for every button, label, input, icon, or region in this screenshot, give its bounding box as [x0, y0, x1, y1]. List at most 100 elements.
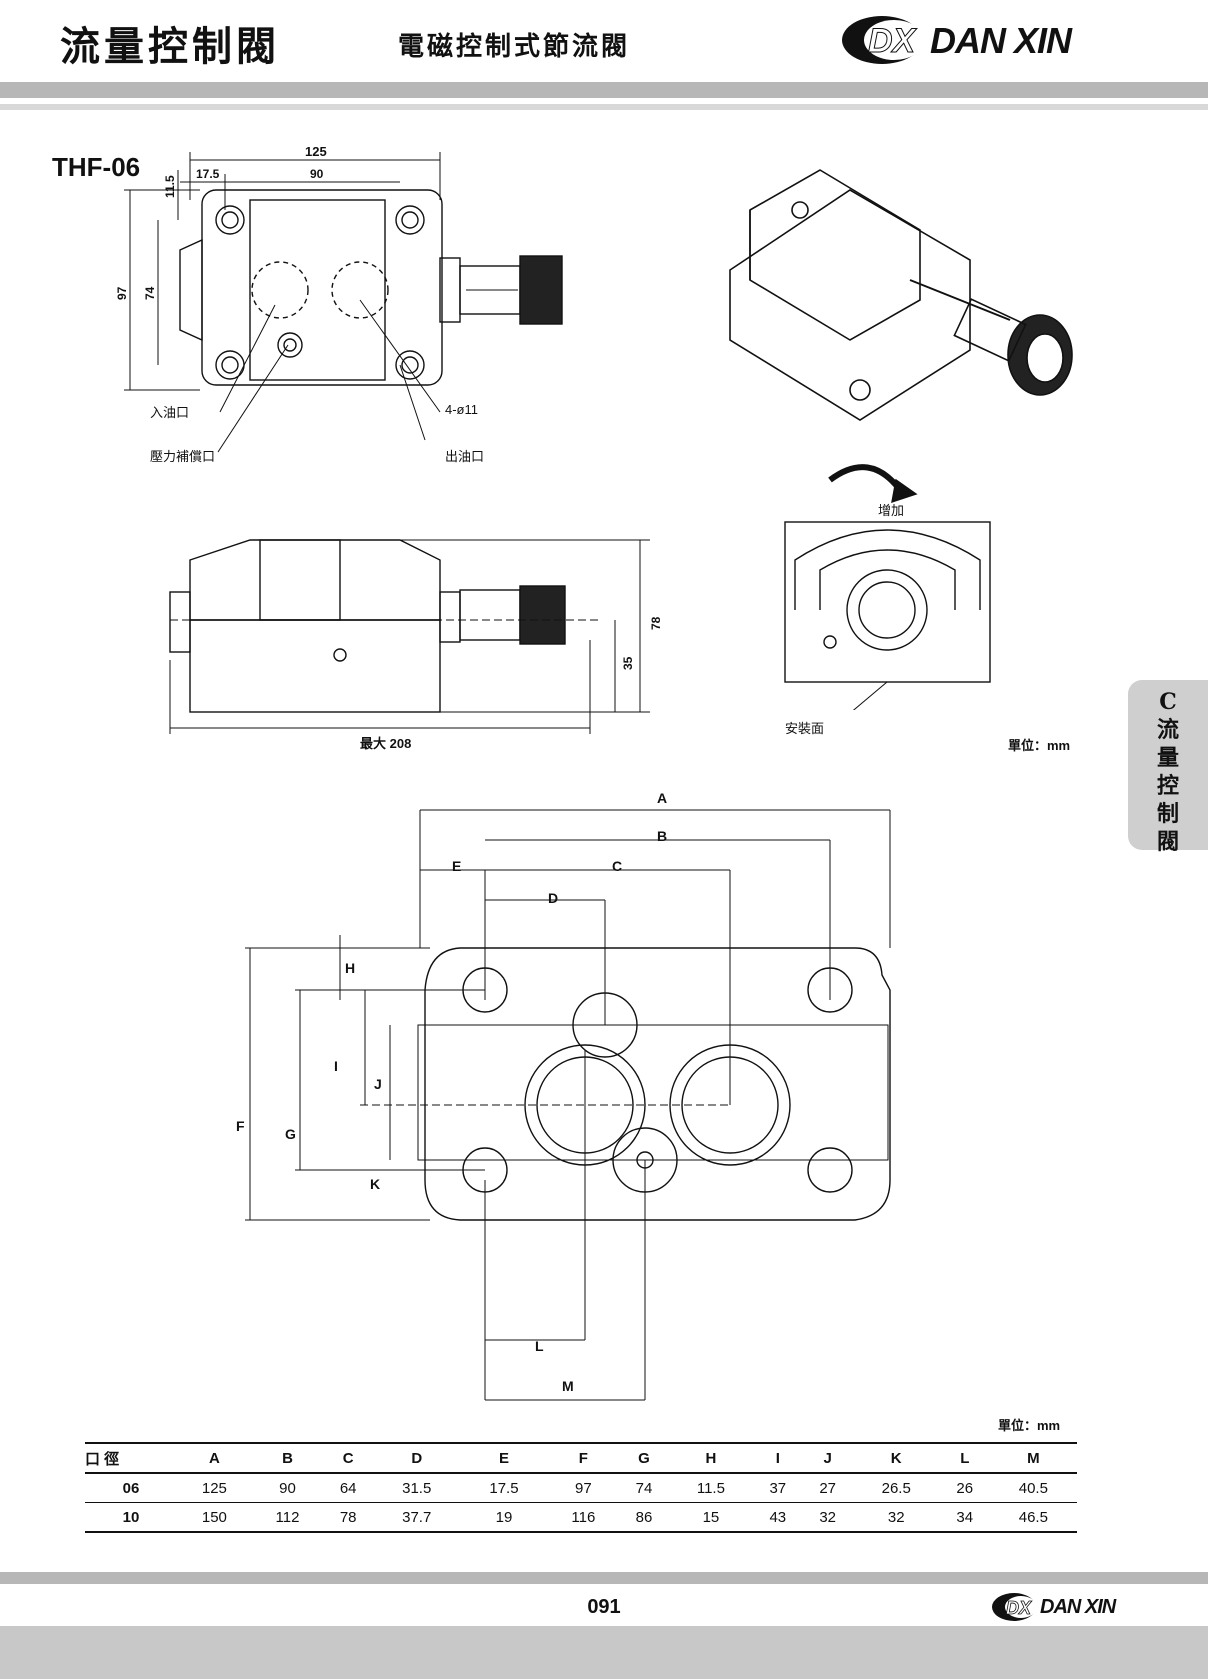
table-row: 10 150 112 78 37.7 19 116 86 15 43 32 32… — [85, 1503, 1077, 1532]
col-header: J — [823, 1449, 832, 1467]
page-subtitle: 電磁控制式節流閥 — [398, 32, 631, 62]
table-cell: 37 — [769, 1479, 787, 1497]
dim-bolt-height: 74 — [143, 286, 157, 300]
table-unit-label: 單位：mm — [998, 1418, 1061, 1433]
page-number: 091 — [587, 1596, 621, 1618]
dim-letter-k: K — [370, 1176, 381, 1192]
isometric-view-drawing — [729, 169, 1073, 421]
section-tab: C 流 量 控 制 閥 — [1128, 680, 1208, 855]
dim-letter-d: D — [548, 890, 559, 906]
col-header: L — [960, 1449, 970, 1467]
dx-logo-icon: DX — [992, 1593, 1037, 1621]
section-char: 制 — [1156, 801, 1179, 827]
table-cell: 90 — [279, 1479, 296, 1497]
table-cell: 26.5 — [881, 1479, 911, 1497]
dim-height: 97 — [115, 286, 129, 300]
table-cell: 37.7 — [402, 1508, 432, 1526]
top-view-drawing: 125 17.5 90 11.5 97 74 — [115, 144, 563, 453]
table-header-row: 口 徑 A B C D E F G H I J K L M — [85, 1443, 1077, 1473]
model-label: THF-06 — [52, 152, 141, 182]
footer-brand-logo: DX DAN XIN — [990, 1590, 1160, 1626]
col-header: G — [638, 1449, 650, 1467]
brand-name: DAN XIN — [930, 20, 1072, 61]
spec-table: 口 徑 A B C D E F G H I J K L M 06 125 90 … — [85, 1442, 1077, 1533]
col-header: F — [578, 1449, 588, 1467]
footer-brand-name: DAN XIN — [1040, 1596, 1116, 1618]
callout-holes: 4-ø11 — [445, 402, 478, 417]
table-cell: 06 — [122, 1479, 140, 1497]
col-header: A — [208, 1449, 220, 1467]
dim-letter-e: E — [452, 858, 462, 874]
footer-band — [0, 1626, 1208, 1679]
dim-letter-g: G — [285, 1126, 296, 1142]
callout-pressure-comp: 壓力補償口 — [150, 449, 216, 464]
brand-logo: DX DAN XIN — [838, 10, 1138, 70]
dim-overall-width: 125 — [305, 144, 327, 159]
dim-base-height: 35 — [621, 656, 635, 670]
table-cell: 46.5 — [1018, 1508, 1048, 1526]
mount-face-label: 安裝面 — [785, 721, 825, 736]
section-char: 閥 — [1156, 829, 1179, 855]
col-header: K — [890, 1449, 902, 1467]
side-view-drawing: 78 35 — [169, 539, 663, 734]
header-rule-light — [0, 104, 1208, 110]
col-header: M — [1027, 1449, 1040, 1467]
table-cell: 43 — [769, 1508, 787, 1526]
col-header: 口 徑 — [85, 1450, 120, 1468]
table-cell: 32 — [887, 1508, 905, 1526]
table-cell: 86 — [635, 1508, 653, 1526]
dim-letter-m: M — [562, 1378, 574, 1394]
dim-letter-b: B — [657, 828, 668, 844]
dim-letter-l: L — [535, 1338, 544, 1354]
unit-label: 單位：mm — [1008, 738, 1071, 753]
dim-side-height: 78 — [649, 616, 663, 630]
table-cell: 125 — [201, 1479, 227, 1497]
table-cell: 78 — [339, 1508, 357, 1526]
col-header: E — [498, 1449, 509, 1467]
table-row: 06 125 90 64 31.5 17.5 97 74 11.5 37 27 … — [85, 1473, 1077, 1503]
table-cell: 40.5 — [1018, 1479, 1048, 1497]
end-view-drawing — [784, 464, 991, 710]
table-cell: 17.5 — [489, 1479, 519, 1497]
logo-letters: DX — [1006, 1598, 1032, 1618]
col-header: I — [775, 1449, 780, 1467]
dim-letter-f: F — [236, 1118, 245, 1134]
mounting-pattern-drawing — [245, 809, 891, 1401]
dim-letter-a: A — [657, 790, 668, 806]
col-header: C — [342, 1449, 354, 1467]
page-title: 流量控制閥 — [60, 23, 280, 70]
header-rule — [0, 82, 1208, 98]
table-cell: 31.5 — [402, 1479, 432, 1497]
dim-offset: 17.5 — [196, 167, 220, 181]
table-cell: 112 — [275, 1508, 300, 1526]
section-char: 控 — [1156, 773, 1179, 799]
dim-edge: 11.5 — [163, 175, 177, 198]
dim-letter-j: J — [374, 1076, 382, 1092]
table-cell: 10 — [122, 1508, 140, 1526]
increase-label: 增加 — [878, 503, 905, 518]
table-cell: 97 — [575, 1479, 592, 1497]
table-cell: 26 — [956, 1479, 974, 1497]
col-header: B — [282, 1449, 293, 1467]
dx-logo-icon: DX — [842, 16, 924, 64]
table-cell: 34 — [956, 1508, 974, 1526]
section-char: 流 — [1156, 717, 1179, 743]
col-header: H — [705, 1449, 717, 1467]
table-cell: 15 — [702, 1508, 720, 1526]
footer-rule — [0, 1572, 1208, 1584]
dim-letter-c: C — [612, 858, 623, 874]
callout-inlet: 入油口 — [150, 405, 190, 420]
section-char: 量 — [1156, 745, 1179, 771]
dim-bolt-spacing: 90 — [310, 167, 324, 181]
dim-max-length: 最大 208 — [360, 736, 412, 751]
table-cell: 116 — [571, 1508, 596, 1526]
table-cell: 64 — [339, 1479, 357, 1497]
table-cell: 11.5 — [696, 1479, 725, 1497]
table-cell: 32 — [819, 1508, 836, 1526]
table-cell: 19 — [495, 1508, 513, 1526]
table-cell: 150 — [201, 1508, 227, 1526]
dim-letter-h: H — [345, 960, 356, 976]
callout-outlet: 出油口 — [445, 449, 485, 464]
dim-letter-i: I — [334, 1058, 338, 1074]
logo-letters: DX — [868, 22, 918, 60]
